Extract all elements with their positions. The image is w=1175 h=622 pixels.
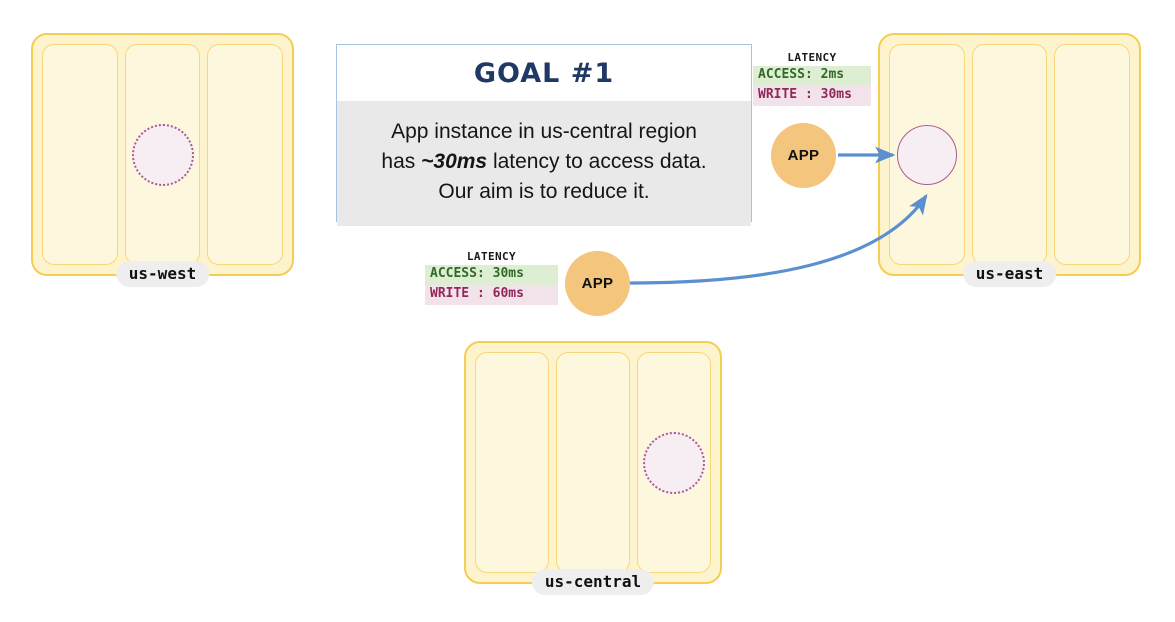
zone-container-us-central — [475, 352, 711, 573]
latency-access-row: ACCESS: 2ms — [753, 66, 871, 86]
latency-title: LATENCY — [787, 51, 837, 64]
region-us-east[interactable]: us-east — [878, 33, 1141, 287]
zone-us-west-b[interactable] — [124, 44, 201, 265]
latency-write-row: WRITE : 30ms — [753, 85, 871, 106]
data-primary-us-east[interactable] — [896, 124, 957, 185]
goal-card: GOAL #1 App instance in us-central regio… — [336, 44, 752, 227]
zone-us-central-a[interactable] — [475, 352, 549, 573]
zone-us-west-a[interactable] — [42, 44, 118, 265]
zone-us-east-a[interactable] — [889, 44, 965, 265]
latency-title: LATENCY — [466, 250, 517, 263]
app-node-label: APP — [787, 147, 820, 164]
app-node-us-east[interactable]: APP — [771, 123, 836, 188]
goal-body-line-2-suffix: latency to access data. — [487, 149, 707, 173]
zone-us-west-c[interactable] — [207, 44, 284, 265]
goal-card-body: App instance in us-central region has ~3… — [337, 101, 751, 227]
zone-us-east-c[interactable] — [1054, 44, 1131, 265]
latency-box-us-central: LATENCY ACCESS: 30ms WRITE : 60ms — [425, 250, 558, 305]
app-node-us-central[interactable]: APP — [565, 251, 630, 316]
region-label-us-east: us-east — [962, 261, 1057, 287]
zone-us-east-b[interactable] — [971, 44, 1048, 265]
app-node-label: APP — [581, 275, 614, 292]
goal-body-line-2-emphasis: ~30ms — [421, 149, 488, 173]
goal-body-line-1: App instance in us-central region — [391, 120, 697, 143]
latency-access-row: ACCESS: 30ms — [425, 265, 558, 285]
data-replica-us-central[interactable] — [643, 431, 705, 494]
zone-container-us-west — [42, 44, 284, 265]
goal-title: GOAL #1 — [473, 58, 615, 89]
region-us-west[interactable]: us-west — [31, 33, 294, 287]
goal-body-line-2: has ~30ms latency to access data. — [355, 147, 733, 177]
goal-body-line-2-prefix: has — [381, 149, 422, 173]
latency-write-row: WRITE : 60ms — [425, 284, 558, 305]
region-label-us-west: us-west — [115, 261, 210, 287]
region-label-us-central: us-central — [531, 569, 655, 595]
goal-card-header: GOAL #1 — [337, 45, 751, 101]
goal-body-line-3: Our aim is to reduce it. — [438, 179, 650, 203]
region-us-central[interactable]: us-central — [464, 341, 722, 595]
zone-us-central-c[interactable] — [637, 352, 711, 573]
data-replica-us-west[interactable] — [131, 123, 194, 186]
zone-us-central-b[interactable] — [556, 352, 630, 573]
latency-box-us-east: LATENCY ACCESS: 2ms WRITE : 30ms — [753, 51, 871, 106]
zone-container-us-east — [889, 44, 1131, 265]
